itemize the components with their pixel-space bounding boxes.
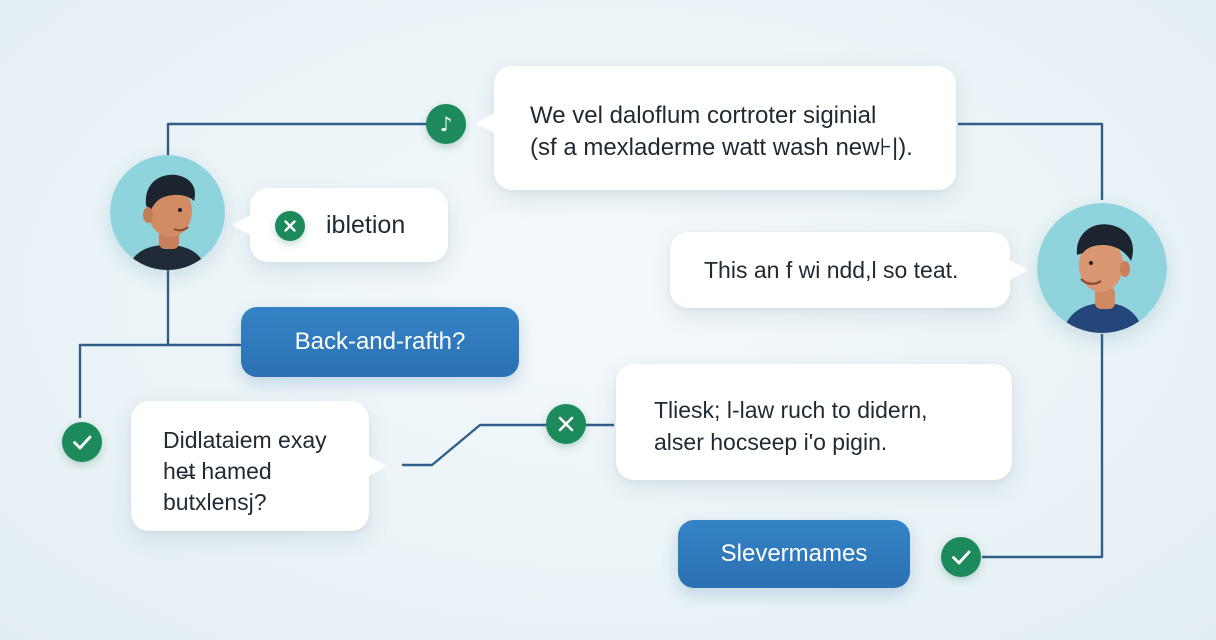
speech-bubble-tail [1008, 259, 1028, 281]
connector-left-trunk [166, 268, 242, 347]
connector-right [958, 122, 1104, 200]
music-note-icon: ♪ [439, 112, 453, 136]
person-avatar-icon [1037, 203, 1167, 333]
speech-bubble-middle-right-text: Tliesk; l-law ruch to didern, alser hocs… [654, 397, 928, 455]
avatar-right [1037, 203, 1167, 333]
speech-bubble-right-text: This an f wi ndd,l so teat. [704, 257, 959, 283]
badge-left-check [62, 422, 102, 462]
badge-ibletion [275, 211, 305, 241]
speech-bubble-bottom-left: Didlataiem exay he̶t hamed butxlensj? [131, 401, 387, 531]
answer-pill[interactable]: Slevermames [678, 520, 910, 588]
speech-bubble-top-text: We vel daloflum cortroter siginial (sf a… [530, 102, 913, 161]
speech-bubble-tail [232, 214, 252, 236]
check-icon [73, 435, 92, 450]
speech-bubble-bottom-left-text: Didlataiem exay he̶t hamed butxlensj? [163, 427, 327, 515]
close-icon [558, 416, 574, 432]
close-icon [284, 220, 296, 232]
question-pill[interactable]: Back-and-rafth? [241, 307, 519, 377]
answer-pill-label: Slevermames [720, 540, 868, 567]
speech-bubble-middle-right: Tliesk; l-law ruch to didern, alser hocs… [616, 364, 1012, 480]
speech-bubble-right: This an f wi ndd,l so teat. [670, 232, 1028, 308]
speech-bubble-tail [476, 112, 496, 134]
connector-top [166, 122, 428, 160]
speech-bubble-ibletion-text: ibletion [326, 211, 406, 239]
connector-left-branch [78, 343, 168, 418]
speech-bubble-tail [367, 455, 387, 477]
connector-middle [402, 423, 548, 467]
badge-middle [546, 404, 586, 444]
question-pill-label: Back-and-rafth? [294, 328, 466, 355]
badge-bottom-check [941, 537, 981, 577]
avatar-left [110, 155, 225, 270]
badge-top: ♪ [426, 104, 466, 144]
check-icon [952, 550, 971, 565]
connector-right-down [982, 334, 1104, 559]
speech-bubble-top: We vel daloflum cortroter siginial (sf a… [476, 66, 956, 190]
person-avatar-icon [110, 155, 225, 270]
